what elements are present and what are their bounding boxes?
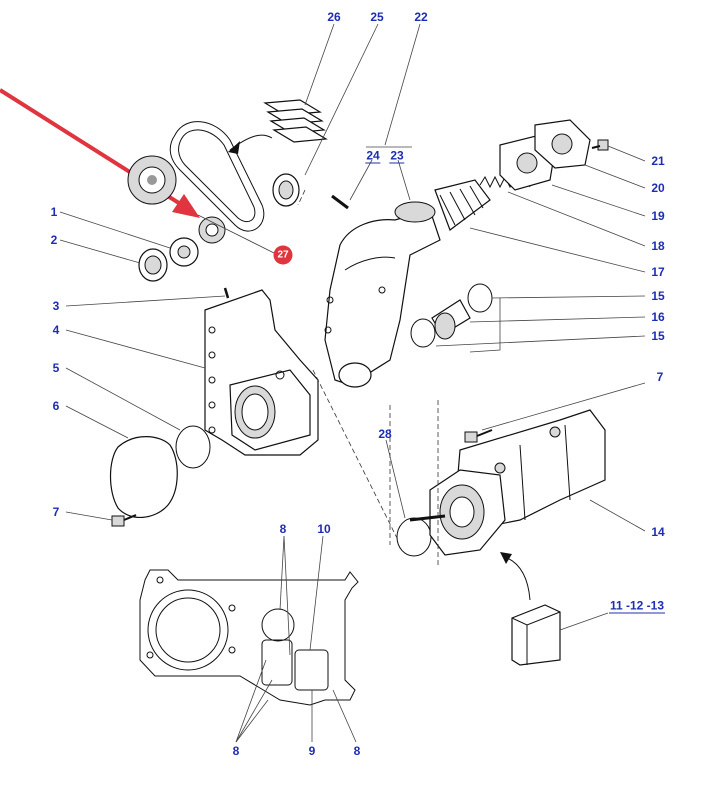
callout-19: 19 xyxy=(651,209,665,223)
callout-16: 16 xyxy=(651,310,665,324)
callout-21: 21 xyxy=(651,154,665,168)
gear-1 xyxy=(169,237,199,267)
callout-15-upper: 15 xyxy=(651,289,665,303)
seal-kit-box xyxy=(511,604,561,666)
callout-24: 24 xyxy=(365,148,381,164)
callout-23: 23 xyxy=(389,148,405,164)
bolt-21 xyxy=(591,139,609,151)
callout-15-lower: 15 xyxy=(651,329,665,343)
callout-25: 25 xyxy=(370,10,384,24)
toothed-belt xyxy=(169,121,265,232)
cover-6 xyxy=(109,436,178,518)
callout-18: 18 xyxy=(651,239,665,253)
bearing-25 xyxy=(272,173,300,207)
callout-7-left: 7 xyxy=(52,505,60,519)
callout-8-bottom-left: 8 xyxy=(232,744,240,758)
callout-11-12-13: 11 -12 -13 xyxy=(608,598,666,614)
callout-20: 20 xyxy=(651,181,665,195)
callout-14: 14 xyxy=(651,525,665,539)
callout-5: 5 xyxy=(52,361,60,375)
callout-26: 26 xyxy=(327,10,341,24)
callout-3: 3 xyxy=(52,299,60,313)
callout-1: 1 xyxy=(50,205,58,219)
toothed-pinion xyxy=(198,216,226,244)
highlight-badge-27: 27 xyxy=(273,245,293,265)
bolt-7-right xyxy=(464,429,493,443)
callout-17: 17 xyxy=(651,265,665,279)
elbow-tube xyxy=(324,201,441,388)
leader-lines xyxy=(59,23,646,743)
callout-7-right: 7 xyxy=(656,370,664,384)
flange-plate xyxy=(499,119,591,191)
belt-segments xyxy=(263,99,328,143)
callout-10: 10 xyxy=(317,522,331,536)
callout-9: 9 xyxy=(308,744,316,758)
gear-pump xyxy=(409,409,606,556)
gasket-outline xyxy=(139,569,359,706)
bolt-7-left xyxy=(111,514,137,527)
callout-8-bottom-right: 8 xyxy=(353,744,361,758)
bearing-2 xyxy=(138,248,168,282)
callout-4: 4 xyxy=(52,323,60,337)
red-pointer-arrow xyxy=(0,88,200,218)
callout-22: 22 xyxy=(414,10,428,24)
callout-8-top: 8 xyxy=(279,522,287,536)
sleeve-16 xyxy=(431,299,471,340)
filter-element xyxy=(434,179,491,231)
callout-28: 28 xyxy=(378,427,392,441)
pump-housing xyxy=(204,289,319,456)
callout-6: 6 xyxy=(52,399,60,413)
drive-gear xyxy=(127,155,177,205)
callout-2: 2 xyxy=(50,233,58,247)
